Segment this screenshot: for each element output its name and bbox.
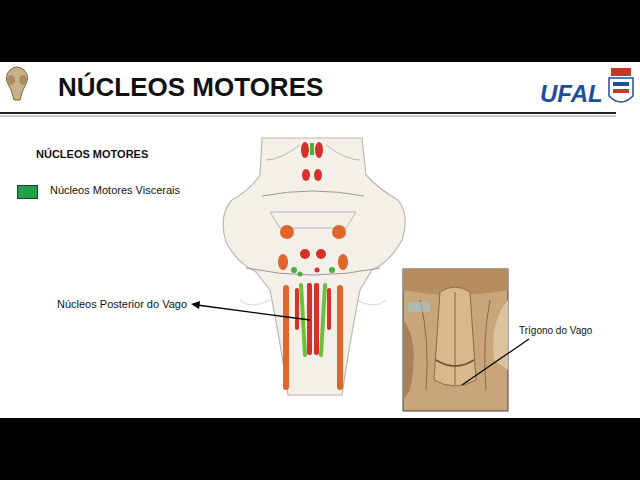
arrow-head [191, 301, 200, 309]
dissection-photo [403, 269, 508, 411]
slide-title: NÚCLEOS MOTORES [58, 72, 323, 103]
legend-heading: NÚCLEOS MOTORES [36, 148, 148, 160]
university-crest [609, 68, 633, 102]
legend-swatch [17, 185, 38, 199]
nucleus-label: Núcleos Posterior do Vago [57, 298, 187, 310]
structure-label: Trígono do Vago [519, 325, 592, 336]
leader-line [462, 339, 529, 385]
brainstem-diagram [223, 138, 405, 395]
brainstem-icon [6, 67, 27, 100]
legend-text: Núcleos Motores Viscerais [50, 184, 180, 196]
university-logo: UFAL [540, 80, 603, 108]
leader-line [197, 305, 310, 320]
